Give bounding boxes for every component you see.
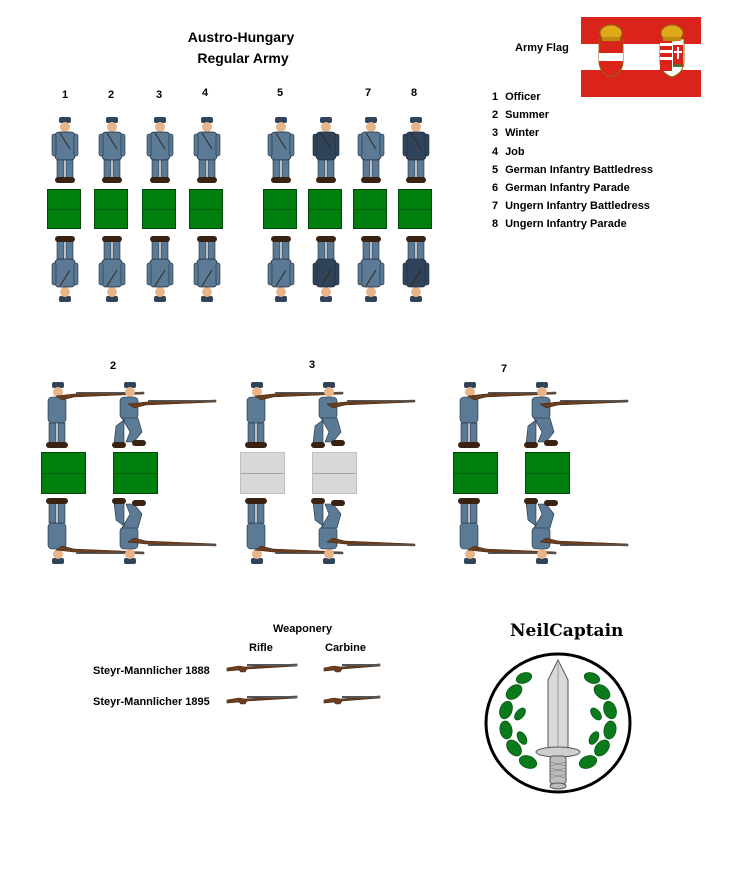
standing-soldier-sprite [357, 117, 385, 183]
standing-rifleman-sprite-reverse [46, 498, 145, 564]
legend-item: 1 Officer [492, 91, 541, 103]
austrian-shield-icon [598, 24, 624, 78]
legend-item: 6 German Infantry Parade [492, 182, 630, 195]
figure-number: 8 [410, 87, 418, 99]
figure-base [353, 189, 387, 229]
page-subtitle: Regular Army [197, 50, 289, 66]
figure-base [189, 189, 223, 229]
firing-group-number: 7 [500, 363, 508, 375]
kneeling-rifleman-sprite-reverse [524, 498, 629, 564]
standing-rifleman-sprite-reverse [245, 498, 344, 564]
figure-base [312, 452, 357, 494]
legend-item: 5 German Infantry Battledress [492, 163, 653, 176]
weaponry-title: Weaponery [273, 623, 333, 635]
figure-base [398, 189, 432, 229]
standing-soldier-sprite [193, 117, 221, 183]
standing-soldier-sprite-reverse [357, 236, 385, 302]
standing-rifleman-sprite [245, 382, 344, 448]
page-title: Austro-Hungary [187, 29, 295, 45]
kneeling-rifleman-sprite-reverse [311, 498, 416, 564]
carbine-1895-icon [323, 695, 381, 705]
figure-base [263, 189, 297, 229]
standing-soldier-sprite-reverse [98, 236, 126, 302]
figure-number: 1 [61, 89, 69, 101]
figure-number: 7 [364, 87, 372, 99]
figure-base [240, 452, 285, 494]
standing-rifleman-sprite [458, 382, 557, 448]
figure-base [94, 189, 128, 229]
carbine-1888-icon [323, 663, 381, 673]
figure-base [47, 189, 81, 229]
standing-soldier-sprite [51, 117, 79, 183]
kneeling-rifleman-sprite [311, 382, 416, 448]
standing-soldier-sprite-reverse [193, 236, 221, 302]
rifle-1888-icon [226, 663, 298, 673]
firing-group-number: 3 [308, 359, 316, 371]
carbine-column-header: Carbine [325, 642, 366, 654]
legend-item: 2 Summer [492, 109, 550, 122]
legend-item: 7 Ungern Infantry Battledress [492, 200, 650, 213]
standing-soldier-sprite-reverse [51, 236, 79, 302]
weapon-name: Steyr-Mannlicher 1888 [93, 665, 210, 677]
legend-item: 8 Ungern Infantry Parade [492, 218, 627, 231]
kneeling-rifleman-sprite-reverse [112, 498, 217, 564]
hungarian-shield-icon [659, 24, 685, 78]
standing-soldier-sprite-reverse [267, 236, 295, 302]
standing-soldier-sprite [402, 117, 430, 183]
figure-base [41, 452, 86, 494]
standing-soldier-sprite [98, 117, 126, 183]
author-signature: NeilCaptain [510, 621, 624, 641]
standing-rifleman-sprite [46, 382, 145, 448]
figure-base [308, 189, 342, 229]
figure-base [113, 452, 158, 494]
figure-number: 5 [276, 87, 284, 99]
army-flag [581, 17, 701, 97]
kneeling-rifleman-sprite [524, 382, 629, 448]
uniform-legend: 1 Officer 2 Summer 3 Winter 4 Job 5 Germ… [492, 88, 653, 234]
rifle-1895-icon [226, 695, 298, 705]
wreath-dagger-emblem [484, 652, 632, 794]
weapon-name: Steyr-Mannlicher 1895 [93, 696, 210, 708]
standing-soldier-sprite [312, 117, 340, 183]
standing-soldier-sprite-reverse [146, 236, 174, 302]
standing-soldier-sprite-reverse [402, 236, 430, 302]
firing-group-number: 2 [109, 360, 117, 372]
standing-soldier-sprite [146, 117, 174, 183]
figure-base [453, 452, 498, 494]
standing-soldier-sprite [267, 117, 295, 183]
figure-base [142, 189, 176, 229]
kneeling-rifleman-sprite [112, 382, 217, 448]
legend-item: 3 Winter [492, 127, 540, 140]
figure-number: 4 [201, 87, 209, 99]
figure-number: 3 [155, 89, 163, 101]
legend-item: 4 Job [492, 145, 525, 158]
figure-base [525, 452, 570, 494]
figure-number: 2 [107, 89, 115, 101]
rifle-column-header: Rifle [249, 642, 273, 654]
standing-rifleman-sprite-reverse [458, 498, 557, 564]
flag-label: Army Flag [515, 42, 569, 54]
standing-soldier-sprite-reverse [312, 236, 340, 302]
